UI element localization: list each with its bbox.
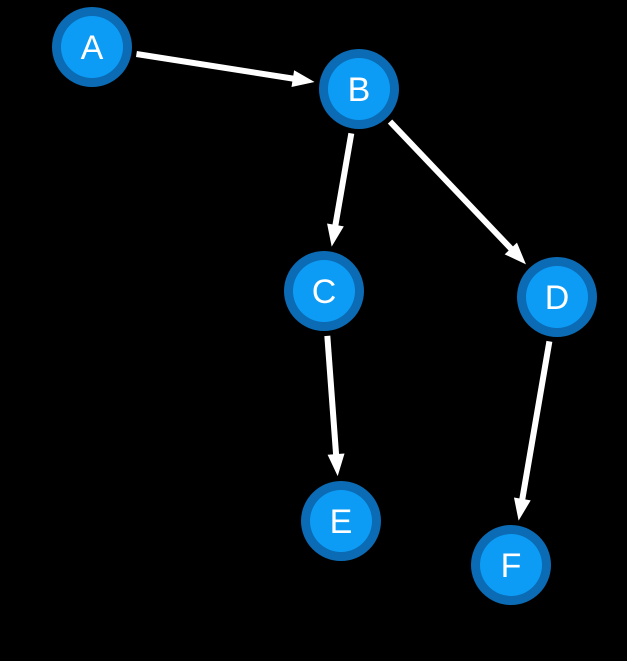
node-c[interactable]: C	[284, 251, 364, 331]
edge-line	[387, 119, 515, 252]
edge-line	[324, 335, 340, 457]
edge-b-to-c	[327, 132, 355, 247]
edge-line	[519, 340, 553, 502]
edge-arrowhead	[291, 70, 315, 87]
edge-line	[135, 51, 296, 82]
edge-arrowhead	[504, 242, 526, 265]
edge-d-to-f	[513, 340, 553, 521]
edge-a-to-b	[135, 51, 315, 87]
node-a[interactable]: A	[52, 7, 132, 87]
node-e[interactable]: E	[301, 481, 381, 561]
node-fill	[293, 260, 355, 322]
edges-layer	[135, 51, 553, 521]
node-b[interactable]: B	[319, 49, 399, 129]
edge-arrowhead	[513, 497, 531, 521]
node-fill	[328, 58, 390, 120]
node-fill	[61, 16, 123, 78]
edge-c-to-e	[324, 335, 345, 477]
node-d[interactable]: D	[517, 257, 597, 337]
edge-arrowhead	[327, 453, 345, 477]
node-fill	[480, 534, 542, 596]
node-f[interactable]: F	[471, 525, 551, 605]
node-fill	[310, 490, 372, 552]
edge-b-to-d	[387, 119, 526, 265]
edge-line	[332, 132, 355, 228]
edge-arrowhead	[327, 223, 344, 247]
node-fill	[526, 266, 588, 328]
